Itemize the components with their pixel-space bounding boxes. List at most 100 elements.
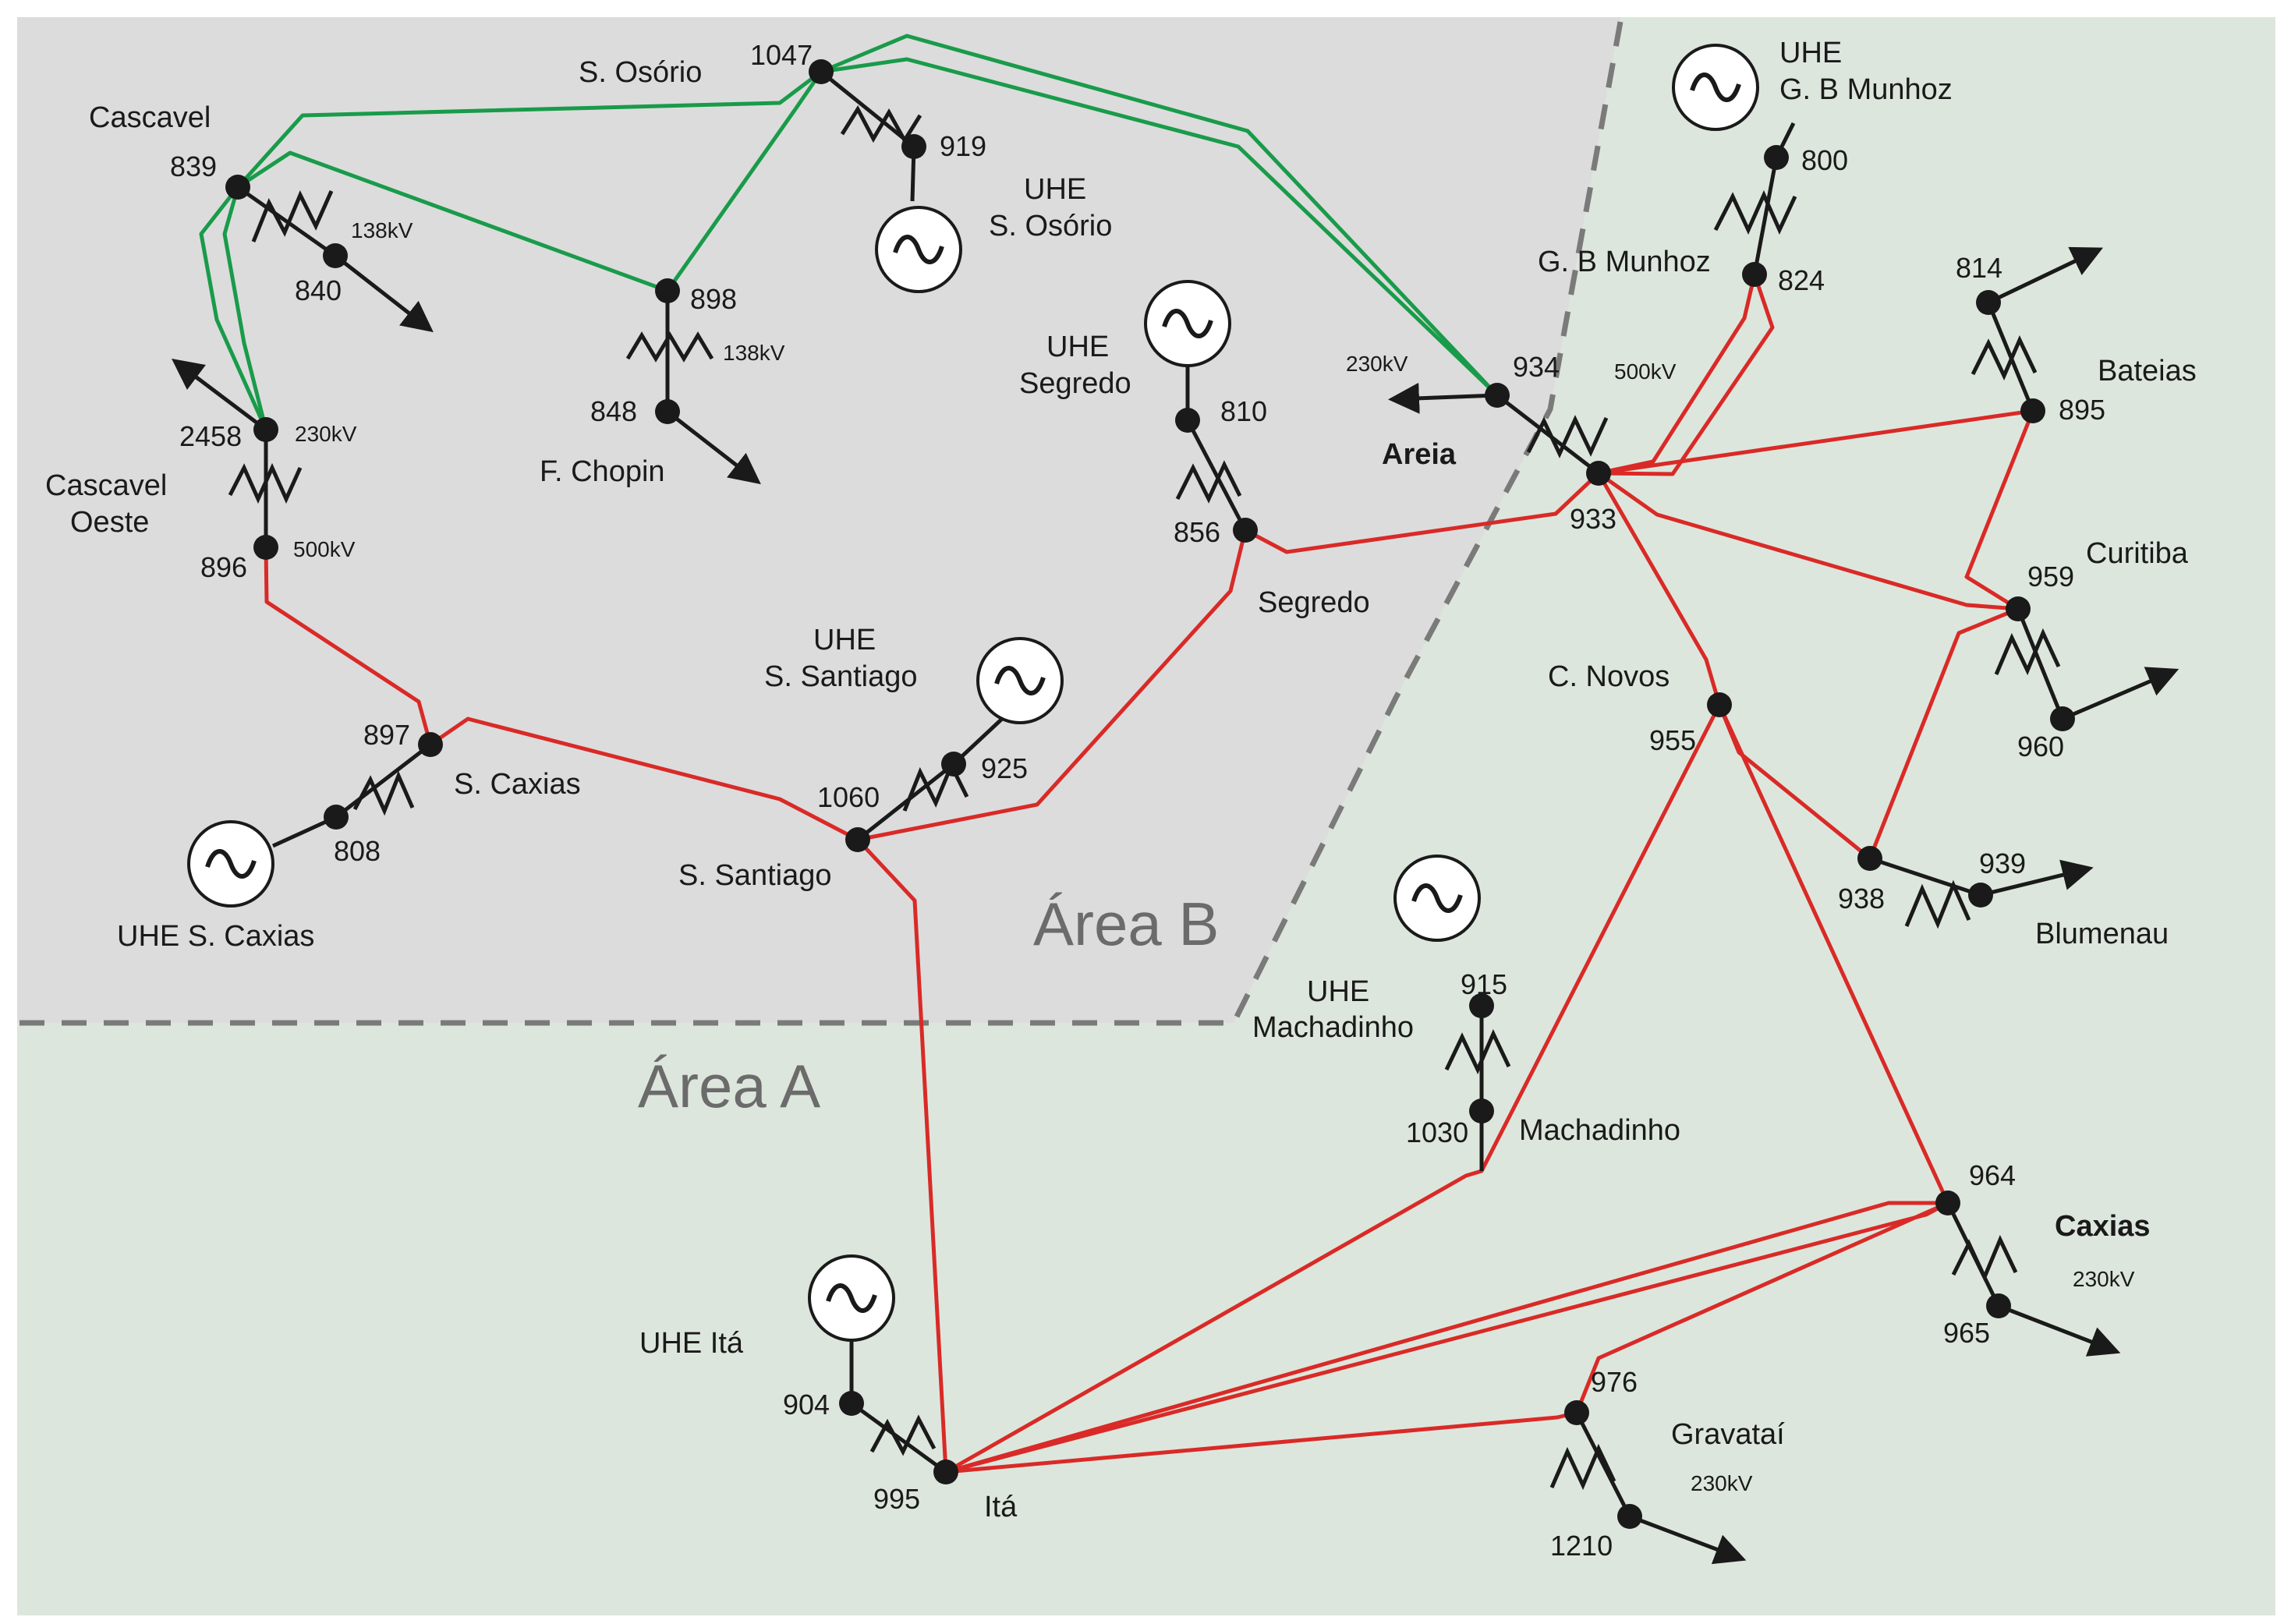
bus-number: 1047 bbox=[750, 39, 813, 71]
bus-node bbox=[845, 827, 870, 852]
place-label: Machadinho bbox=[1519, 1114, 1680, 1147]
transformer-symbol bbox=[1713, 189, 1797, 235]
bus-number: 904 bbox=[783, 1389, 830, 1421]
place-names: S. Osório Cascavel F. Chopin Cascavel Oe… bbox=[45, 56, 2197, 1523]
voltage-label: 138kV bbox=[351, 218, 413, 242]
plant-label: Machadinho bbox=[1252, 1011, 1414, 1044]
bus-node bbox=[1742, 262, 1767, 287]
transmission-lines-230kv bbox=[199, 34, 1499, 431]
bus-number: 925 bbox=[981, 752, 1028, 784]
bus-node bbox=[1485, 383, 1510, 408]
place-label: Areia bbox=[1382, 438, 1457, 471]
bus-number: 955 bbox=[1649, 724, 1696, 756]
area-boundary-line bbox=[19, 21, 1624, 1026]
bus-node bbox=[418, 732, 443, 757]
place-label: Oeste bbox=[70, 506, 149, 539]
bus-number: 919 bbox=[940, 130, 986, 162]
bus-number: 964 bbox=[1969, 1159, 2016, 1191]
area-b-label: Área B bbox=[1033, 890, 1219, 958]
transformer-symbol bbox=[352, 770, 415, 816]
plant-label: G. B Munhoz bbox=[1779, 73, 1953, 106]
bus-node bbox=[225, 175, 250, 200]
transformer-symbol bbox=[869, 1414, 937, 1456]
bus-number: 939 bbox=[1979, 847, 2026, 879]
transformer-symbol bbox=[1951, 1234, 2018, 1283]
place-label: S. Santiago bbox=[678, 859, 831, 892]
plant-label: UHE bbox=[1024, 173, 1086, 206]
generator-icon bbox=[876, 207, 961, 292]
bus-number: 800 bbox=[1801, 144, 1848, 176]
bus-number: 965 bbox=[1943, 1317, 1990, 1349]
bus-number: 995 bbox=[873, 1483, 920, 1515]
bus-node bbox=[1857, 846, 1882, 871]
bus-number: 856 bbox=[1174, 516, 1220, 548]
transformer-symbol bbox=[228, 462, 303, 504]
bus-node bbox=[941, 752, 966, 777]
bus-number: 814 bbox=[1956, 252, 2002, 284]
transformer-symbol bbox=[1175, 460, 1242, 504]
load-arrow bbox=[1998, 1304, 2121, 1357]
voltage-label: 230kV bbox=[1346, 352, 1408, 376]
bus-number: 840 bbox=[295, 274, 342, 306]
bus-node bbox=[253, 535, 278, 560]
generator-icon bbox=[189, 822, 273, 906]
place-label: S. Caxias bbox=[454, 768, 581, 801]
bus-node bbox=[1764, 145, 1789, 170]
bus-node bbox=[901, 134, 926, 159]
generator-icon bbox=[809, 1256, 894, 1340]
plant-label: UHE bbox=[1779, 37, 1842, 69]
bus-number: 959 bbox=[2027, 561, 2074, 593]
bus-number: 1060 bbox=[817, 781, 880, 813]
bus-node bbox=[324, 805, 349, 830]
plant-label: UHE bbox=[1046, 331, 1109, 363]
bus-number: 915 bbox=[1461, 968, 1507, 1000]
bus-node bbox=[655, 399, 680, 424]
load-arrow bbox=[1388, 382, 1498, 414]
load-arrow bbox=[1629, 1514, 1747, 1565]
bus-numbers: 1047 919 839 840 898 848 2458 896 897 80… bbox=[170, 39, 2105, 1562]
place-label: G. B Munhoz bbox=[1538, 246, 1711, 278]
voltage-label: 230kV bbox=[2073, 1267, 2135, 1291]
generator-icon bbox=[1673, 45, 1758, 129]
bus-node bbox=[2006, 596, 2031, 621]
bus-number: 897 bbox=[363, 719, 410, 751]
place-label: Bateias bbox=[2098, 355, 2197, 387]
bus-node bbox=[1469, 1099, 1494, 1123]
place-label: Blumenau bbox=[2035, 918, 2169, 950]
bus-node bbox=[1175, 408, 1200, 433]
place-label: Caxias bbox=[2055, 1210, 2151, 1243]
bus-node bbox=[323, 243, 348, 268]
transformer-symbol bbox=[1971, 334, 2038, 381]
area-b-region bbox=[17, 17, 1620, 1023]
bus-node bbox=[1986, 1293, 2011, 1318]
bus-node bbox=[1617, 1504, 1642, 1529]
bus-number: 938 bbox=[1838, 883, 1885, 915]
bus-number: 1210 bbox=[1550, 1530, 1613, 1562]
bus-node bbox=[1233, 518, 1258, 543]
plant-label: S. Santiago bbox=[764, 660, 917, 693]
bus-number: 808 bbox=[334, 835, 381, 867]
bus-number: 933 bbox=[1570, 503, 1616, 535]
place-label: Gravataí bbox=[1671, 1418, 1785, 1451]
load-arrow bbox=[334, 254, 434, 333]
transformer-symbol bbox=[1904, 879, 1971, 929]
load-arrow bbox=[2062, 667, 2179, 721]
bus-number: 960 bbox=[2017, 731, 2064, 762]
voltage-label: 230kV bbox=[1691, 1471, 1753, 1495]
bus-node bbox=[1976, 290, 2001, 315]
bus-node bbox=[253, 417, 278, 442]
transformer-symbol bbox=[1526, 415, 1609, 458]
plant-label: UHE bbox=[813, 624, 876, 656]
bus-number: 810 bbox=[1220, 395, 1267, 427]
place-label: Cascavel bbox=[45, 469, 167, 502]
bus-node bbox=[1935, 1191, 1960, 1215]
transformer-symbol bbox=[1994, 628, 2061, 676]
bus-number: 895 bbox=[2059, 394, 2105, 426]
transformer-symbol bbox=[251, 189, 334, 242]
plant-label: S. Osório bbox=[989, 210, 1112, 242]
transformer-symbol bbox=[625, 331, 714, 363]
bus-node bbox=[933, 1459, 958, 1484]
bus-number: 2458 bbox=[179, 420, 242, 452]
voltage-label: 230kV bbox=[295, 422, 357, 446]
bus-node bbox=[839, 1391, 864, 1416]
